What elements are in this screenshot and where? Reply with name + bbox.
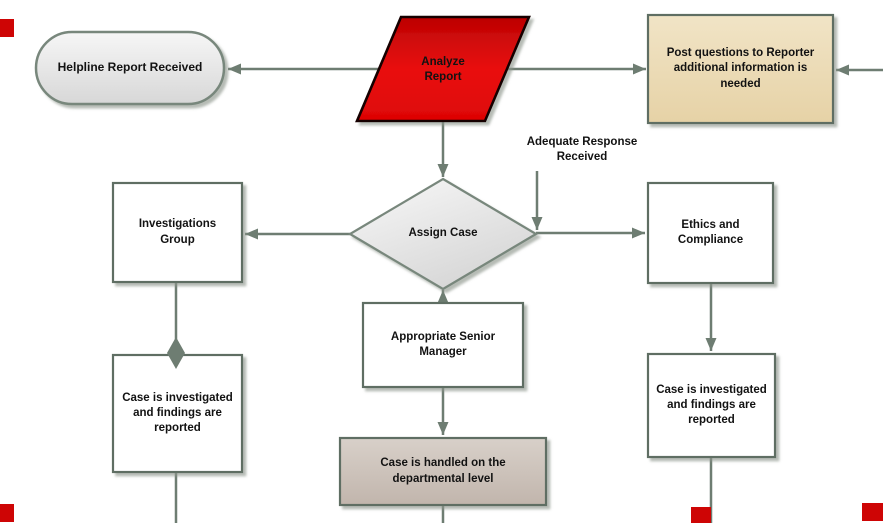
node-assign-case-shape [347, 177, 539, 291]
node-handled-shape [338, 436, 548, 507]
node-case-right-shape [646, 352, 777, 459]
node-analyze-report-shape [355, 15, 531, 123]
node-helpline-shape [34, 30, 226, 106]
double-arrowhead-icon [167, 337, 185, 369]
node-senior-manager-shape [361, 301, 525, 389]
red-marker-bottom-left [0, 504, 14, 522]
node-ethics-shape [646, 181, 775, 285]
node-case-left-shape [111, 353, 244, 474]
node-investigations-shape [111, 181, 244, 284]
red-marker-bottom-middle [691, 507, 711, 523]
node-post-questions-shape [646, 13, 835, 125]
red-marker-top-left [0, 19, 14, 37]
red-marker-bottom-right [862, 503, 883, 521]
